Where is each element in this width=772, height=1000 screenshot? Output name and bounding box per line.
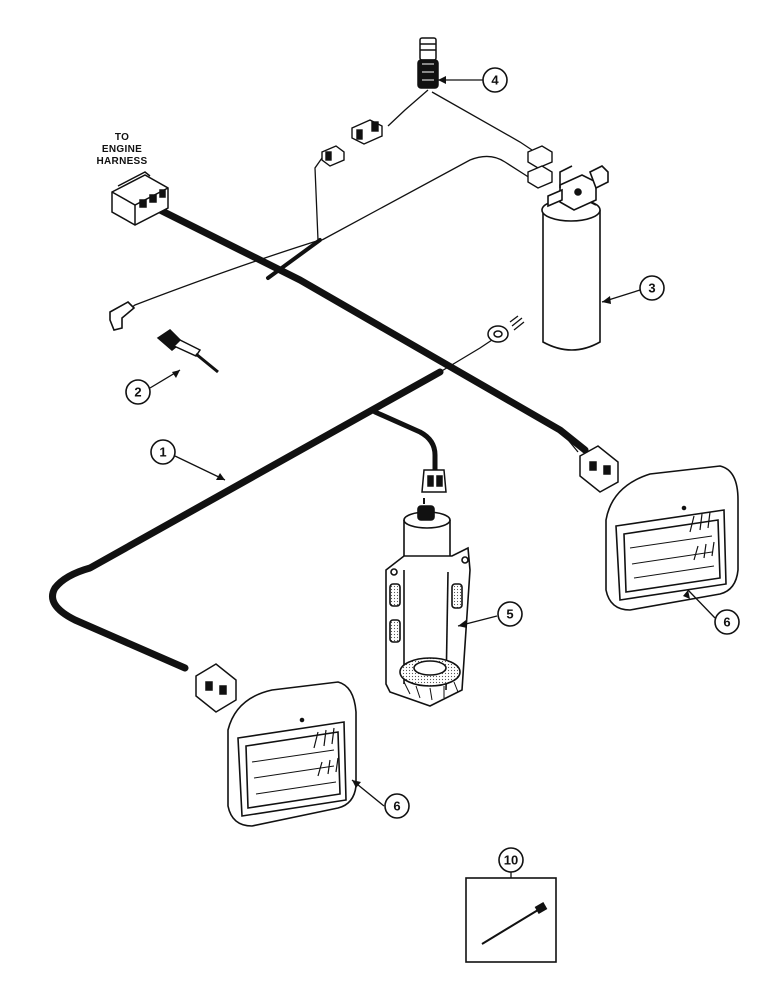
callout-10-label: 10 <box>504 853 518 868</box>
callout-3: 3 <box>639 275 665 301</box>
to-engine-harness-label: TO ENGINE HARNESS <box>72 132 172 168</box>
blower-motor <box>385 498 471 707</box>
callout-5-label: 5 <box>506 607 513 622</box>
cable-tie-box <box>465 872 557 963</box>
callout-3-label: 3 <box>648 281 655 296</box>
callout-arrowheads <box>172 76 690 788</box>
main-harness-wire <box>49 206 589 672</box>
label-line-engine: ENGINE <box>101 144 143 155</box>
callout-6-right-label: 6 <box>723 615 730 630</box>
callout-5: 5 <box>497 601 523 627</box>
callout-4-label: 4 <box>491 73 499 88</box>
thin-wires <box>117 89 579 453</box>
callout-6-left: 6 <box>384 793 410 819</box>
receiver-drier <box>541 165 609 351</box>
engine-harness-connector <box>111 171 169 226</box>
ground-eyelet <box>487 325 509 343</box>
blower-connector <box>421 469 447 493</box>
left-lamp-connector <box>195 663 237 713</box>
right-lamp-connector <box>579 445 619 493</box>
temperature-sensor <box>156 329 219 374</box>
ground-symbol-icon <box>509 315 525 331</box>
callout-6-left-label: 6 <box>393 799 400 814</box>
inline-connector-upper <box>321 145 345 167</box>
callout-1: 1 <box>150 439 176 465</box>
label-line-to: TO <box>114 132 130 143</box>
callout-4: 4 <box>482 67 508 93</box>
headlamp-left <box>227 681 357 827</box>
callout-6-right: 6 <box>714 609 740 635</box>
inline-connector-middle <box>351 119 383 145</box>
label-line-harness: HARNESS <box>96 156 148 167</box>
callout-10: 10 <box>498 847 524 873</box>
inline-connector-drier <box>527 145 553 189</box>
sensor-elbow-connector <box>109 301 136 331</box>
callout-1-label: 1 <box>159 445 166 460</box>
callout-2-label: 2 <box>134 385 141 400</box>
callout-2: 2 <box>125 379 151 405</box>
pressure-switch <box>417 37 439 89</box>
headlamp-right <box>605 465 739 611</box>
